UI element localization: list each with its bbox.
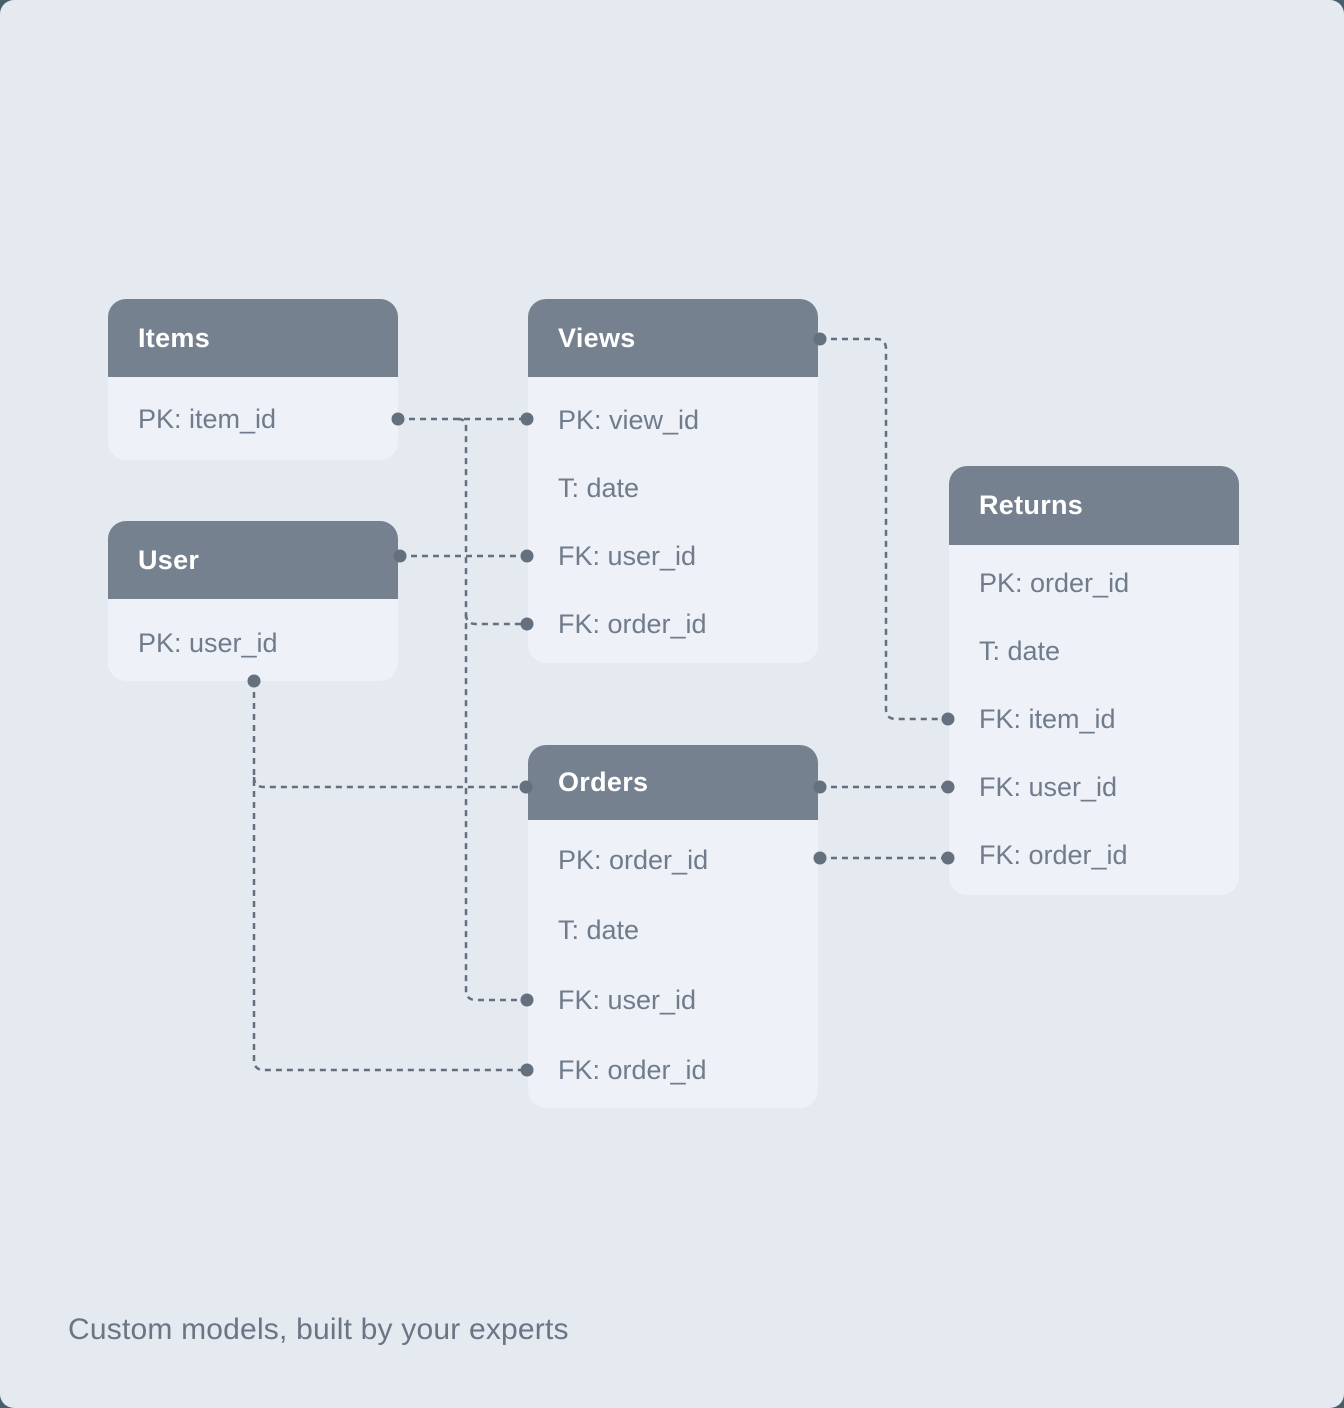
table-orders: Orders PK: order_id T: date FK: user_id … [528, 745, 818, 1108]
connector-branch-orders-header [252, 776, 524, 789]
field-orders-order-id: PK: order_id [558, 844, 709, 875]
field-orders-fk-order-id: FK: order_id [558, 1054, 707, 1085]
table-user-header: User [108, 521, 398, 599]
field-returns-fk-order-id: FK: order_id [979, 839, 1128, 870]
field-orders-user-id: FK: user_id [558, 984, 697, 1015]
connector-trunk-to-orders-user-id [457, 417, 527, 1002]
field-views-view-id: PK: view_id [558, 404, 700, 435]
table-views-title: Views [558, 322, 636, 353]
table-items: Items PK: item_id [108, 299, 398, 460]
field-returns-date: T: date [979, 635, 1061, 666]
field-returns-order-id: PK: order_id [979, 567, 1130, 598]
connector-branch-views-order-id [464, 613, 527, 626]
table-orders-header: Orders [528, 745, 818, 820]
table-returns: Returns PK: order_id T: date FK: item_id… [949, 466, 1239, 895]
field-returns-user-id: FK: user_id [979, 771, 1118, 802]
table-user: User PK: user_id [108, 521, 398, 681]
table-items-header: Items [108, 299, 398, 377]
field-orders-date: T: date [558, 914, 640, 945]
field-views-date: T: date [558, 472, 640, 503]
table-returns-title: Returns [979, 490, 1084, 520]
table-views: Views PK: view_id T: date FK: user_id FK… [528, 299, 818, 663]
connector-views-returns-item-id [820, 337, 948, 721]
field-views-user-id: FK: user_id [558, 540, 697, 571]
field-items-item-id: PK: item_id [138, 403, 277, 434]
table-views-header: Views [528, 299, 818, 377]
table-returns-header: Returns [949, 466, 1239, 545]
field-views-order-id: FK: order_id [558, 608, 707, 639]
connector-user-orders-order-id [252, 681, 527, 1072]
field-returns-item-id: FK: item_id [979, 703, 1116, 734]
table-items-title: Items [138, 322, 211, 353]
diagram-caption: Custom models, built by your experts [68, 1313, 569, 1346]
table-orders-title: Orders [558, 767, 649, 797]
table-user-title: User [138, 544, 200, 575]
field-user-user-id: PK: user_id [138, 627, 278, 658]
